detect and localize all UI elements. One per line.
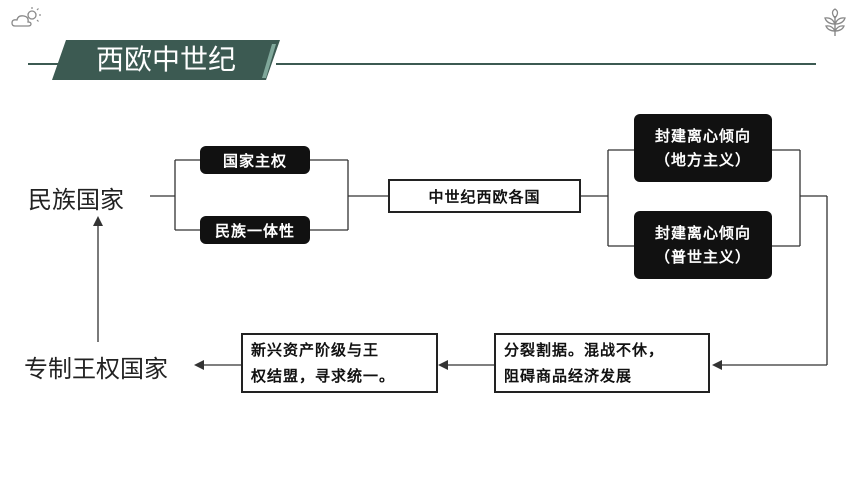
centrifugal-universal-line2: （普世主义）	[654, 248, 751, 266]
absolute-monarchy-label: 专制王权国家	[24, 355, 168, 383]
centrifugal-local-line2: （地方主义）	[654, 151, 751, 169]
alliance-node: 新兴资产阶级与王 权结盟，寻求统一。	[241, 333, 438, 393]
medieval-west-europe-text: 中世纪西欧各国	[428, 187, 541, 206]
plant-icon	[824, 8, 846, 36]
division-line2: 阻碍商品经济发展	[504, 367, 633, 385]
division-node: 分裂割据。混战不休， 阻碍商品经济发展	[494, 333, 710, 393]
centrifugal-universal-node: 封建离心倾向 （普世主义）	[634, 211, 772, 279]
sovereignty-node: 国家主权	[200, 146, 310, 174]
alliance-line2: 权结盟，寻求统一。	[251, 367, 396, 385]
centrifugal-universal-line1: 封建离心倾向	[654, 224, 751, 242]
cloud-sun-icon	[11, 7, 41, 27]
sovereignty-text: 国家主权	[222, 151, 287, 170]
header-rule-right	[276, 63, 816, 65]
ethnic-unity-text: 民族一体性	[214, 221, 295, 240]
header-rule-left	[28, 63, 58, 65]
medieval-west-europe-node: 中世纪西欧各国	[388, 179, 581, 213]
page-title: 西欧中世纪	[52, 40, 280, 80]
alliance-line1: 新兴资产阶级与王	[251, 341, 380, 359]
nation-state-label: 民族国家	[28, 186, 124, 214]
ethnic-unity-node: 民族一体性	[200, 216, 310, 244]
division-line1: 分裂割据。混战不休，	[504, 341, 665, 359]
centrifugal-local-node: 封建离心倾向 （地方主义）	[634, 114, 772, 182]
centrifugal-local-line1: 封建离心倾向	[654, 127, 751, 145]
